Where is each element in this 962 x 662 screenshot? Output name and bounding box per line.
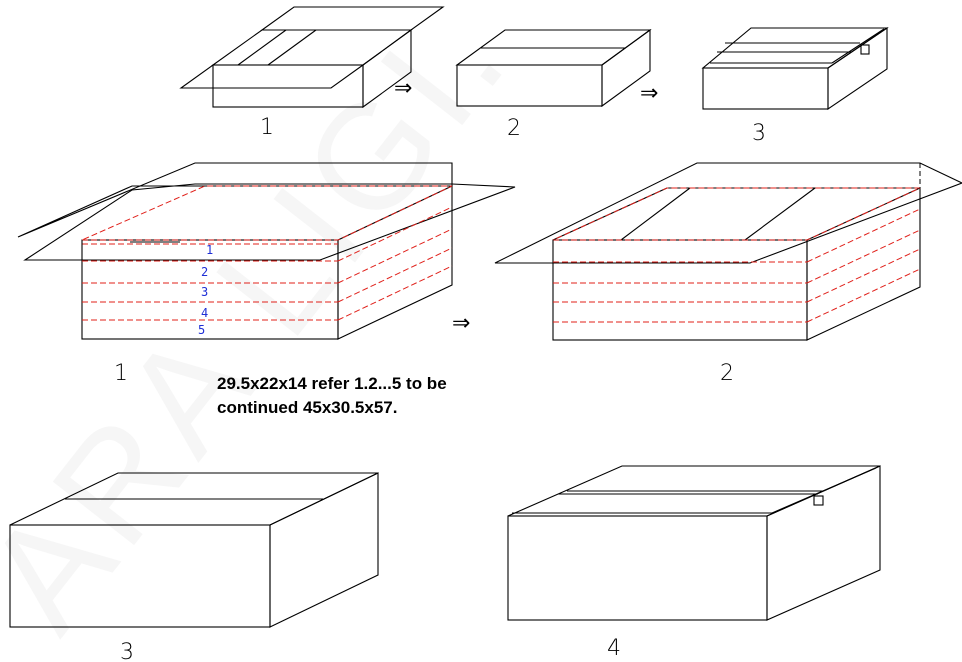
top-step-1-label: 1 — [260, 115, 274, 140]
top-box-1 — [179, 6, 445, 109]
bottom-step-4-label: 4 — [607, 636, 621, 661]
dimension-note-line-1: 29.5x22x14 refer 1.2...5 to be — [217, 374, 447, 393]
top-step-2-label: 2 — [507, 116, 521, 141]
middle-box-1 — [17, 162, 516, 340]
middle-step-1-label: 1 — [114, 361, 128, 386]
level-label-5: 5 — [198, 323, 205, 337]
dimension-note-line-2: continued 45x30.5x57. — [217, 398, 397, 417]
top-box-3 — [701, 26, 889, 111]
top-box-2 — [455, 28, 652, 108]
bottom-step-3-label: 3 — [120, 640, 134, 662]
middle-arrow-icon: ⇒ — [452, 311, 470, 336]
middle-box-2 — [494, 162, 962, 341]
level-label-2: 2 — [201, 265, 208, 279]
middle-step-2-label: 2 — [720, 361, 734, 386]
level-label-1: 1 — [206, 243, 213, 257]
bottom-box-3 — [9, 472, 379, 628]
level-label-3: 3 — [201, 285, 208, 299]
bottom-box-4 — [507, 465, 881, 621]
top-arrow-1-icon: ⇒ — [394, 76, 412, 101]
top-step-3-label: 3 — [752, 121, 766, 146]
level-label-4: 4 — [201, 306, 208, 320]
top-arrow-2-icon: ⇒ — [640, 81, 658, 106]
